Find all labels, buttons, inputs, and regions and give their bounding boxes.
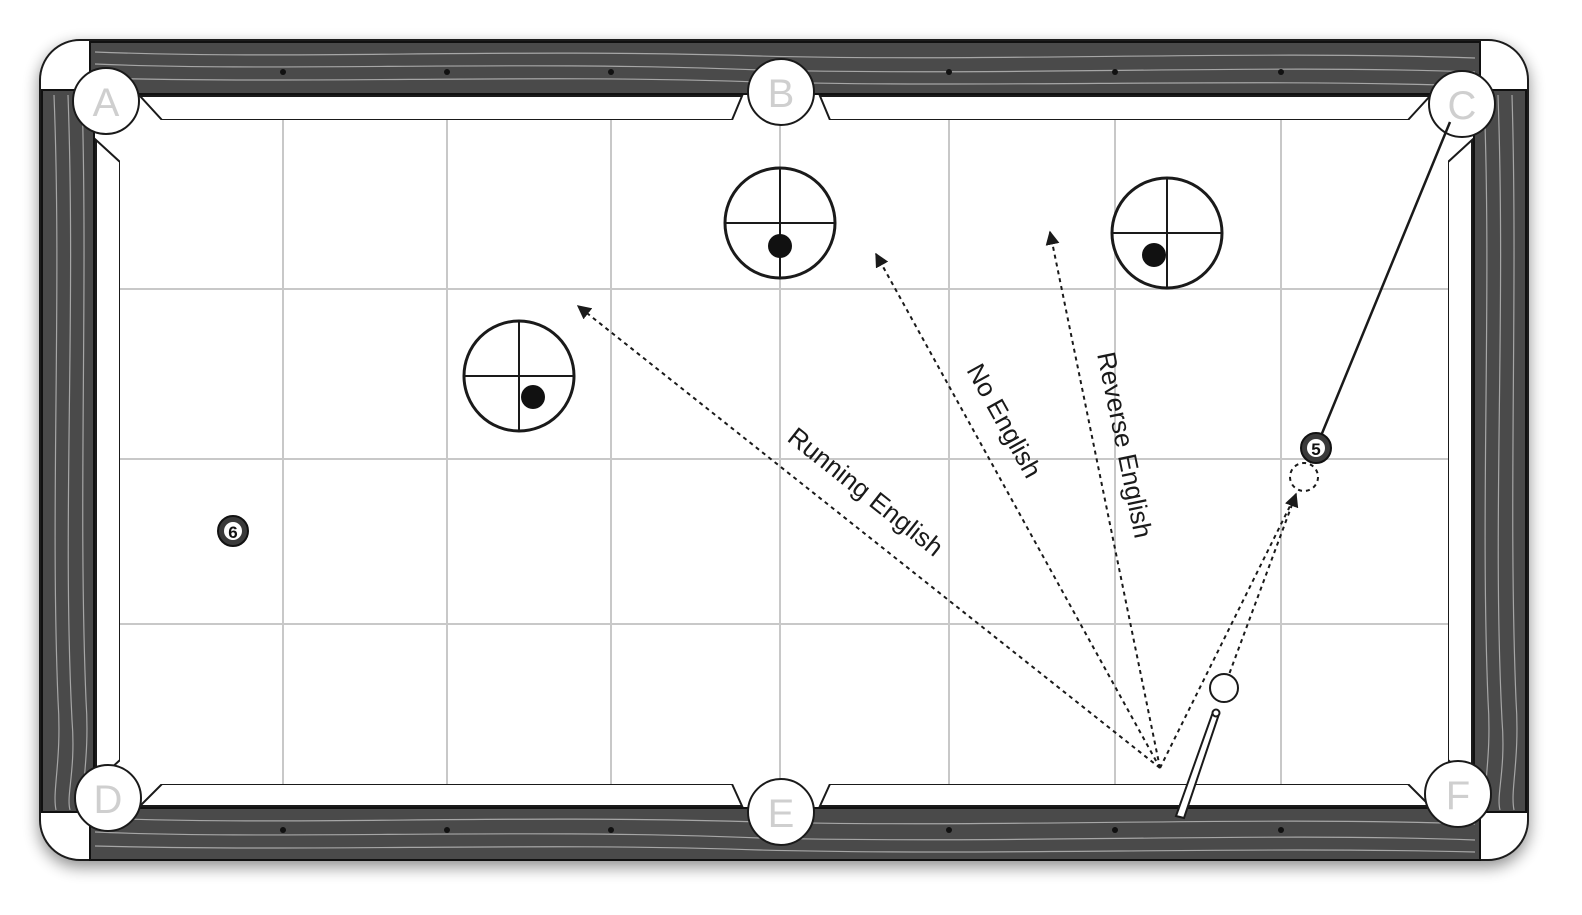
pockets: A B C D E F xyxy=(72,58,1496,846)
tip-contact-none xyxy=(768,234,792,258)
object-ball: 5 xyxy=(1300,432,1332,464)
cue-stick xyxy=(1174,708,1221,820)
pocket-d-label: D xyxy=(94,778,123,822)
tip-diagram-reverse xyxy=(1110,176,1224,290)
pocket-c: C xyxy=(1428,70,1496,138)
pocket-e: E xyxy=(747,778,815,846)
pocket-d: D xyxy=(74,764,142,832)
pocket-a: A xyxy=(72,67,140,135)
tip-contact-running xyxy=(521,385,545,409)
pocket-b-label: B xyxy=(768,72,795,116)
tip-diagram-running xyxy=(462,319,576,433)
right-rail xyxy=(1473,89,1527,813)
english-paths xyxy=(576,230,1161,769)
running-english-line xyxy=(576,305,1161,769)
pocket-f-label: F xyxy=(1446,774,1470,818)
object-ball-number: 5 xyxy=(1311,440,1320,459)
no-english-line xyxy=(875,252,1161,769)
other-ball-number: 6 xyxy=(228,523,237,542)
pocket-e-label: E xyxy=(768,792,795,836)
object-ball-path xyxy=(1314,121,1452,449)
ghost-ball xyxy=(1289,462,1319,492)
other-ball: 6 xyxy=(217,515,249,547)
pocket-f: F xyxy=(1424,760,1492,828)
tip-contact-reverse xyxy=(1142,243,1166,267)
pocket-a-label: A xyxy=(93,81,120,125)
pocket-c-label: C xyxy=(1448,84,1477,128)
cue-ball xyxy=(1209,673,1239,703)
pocket-b: B xyxy=(747,58,815,126)
cue-ball-path xyxy=(1159,492,1299,769)
tip-diagram-no-english xyxy=(723,166,837,280)
reverse-english-line xyxy=(1045,230,1161,769)
cushions xyxy=(95,95,1473,807)
